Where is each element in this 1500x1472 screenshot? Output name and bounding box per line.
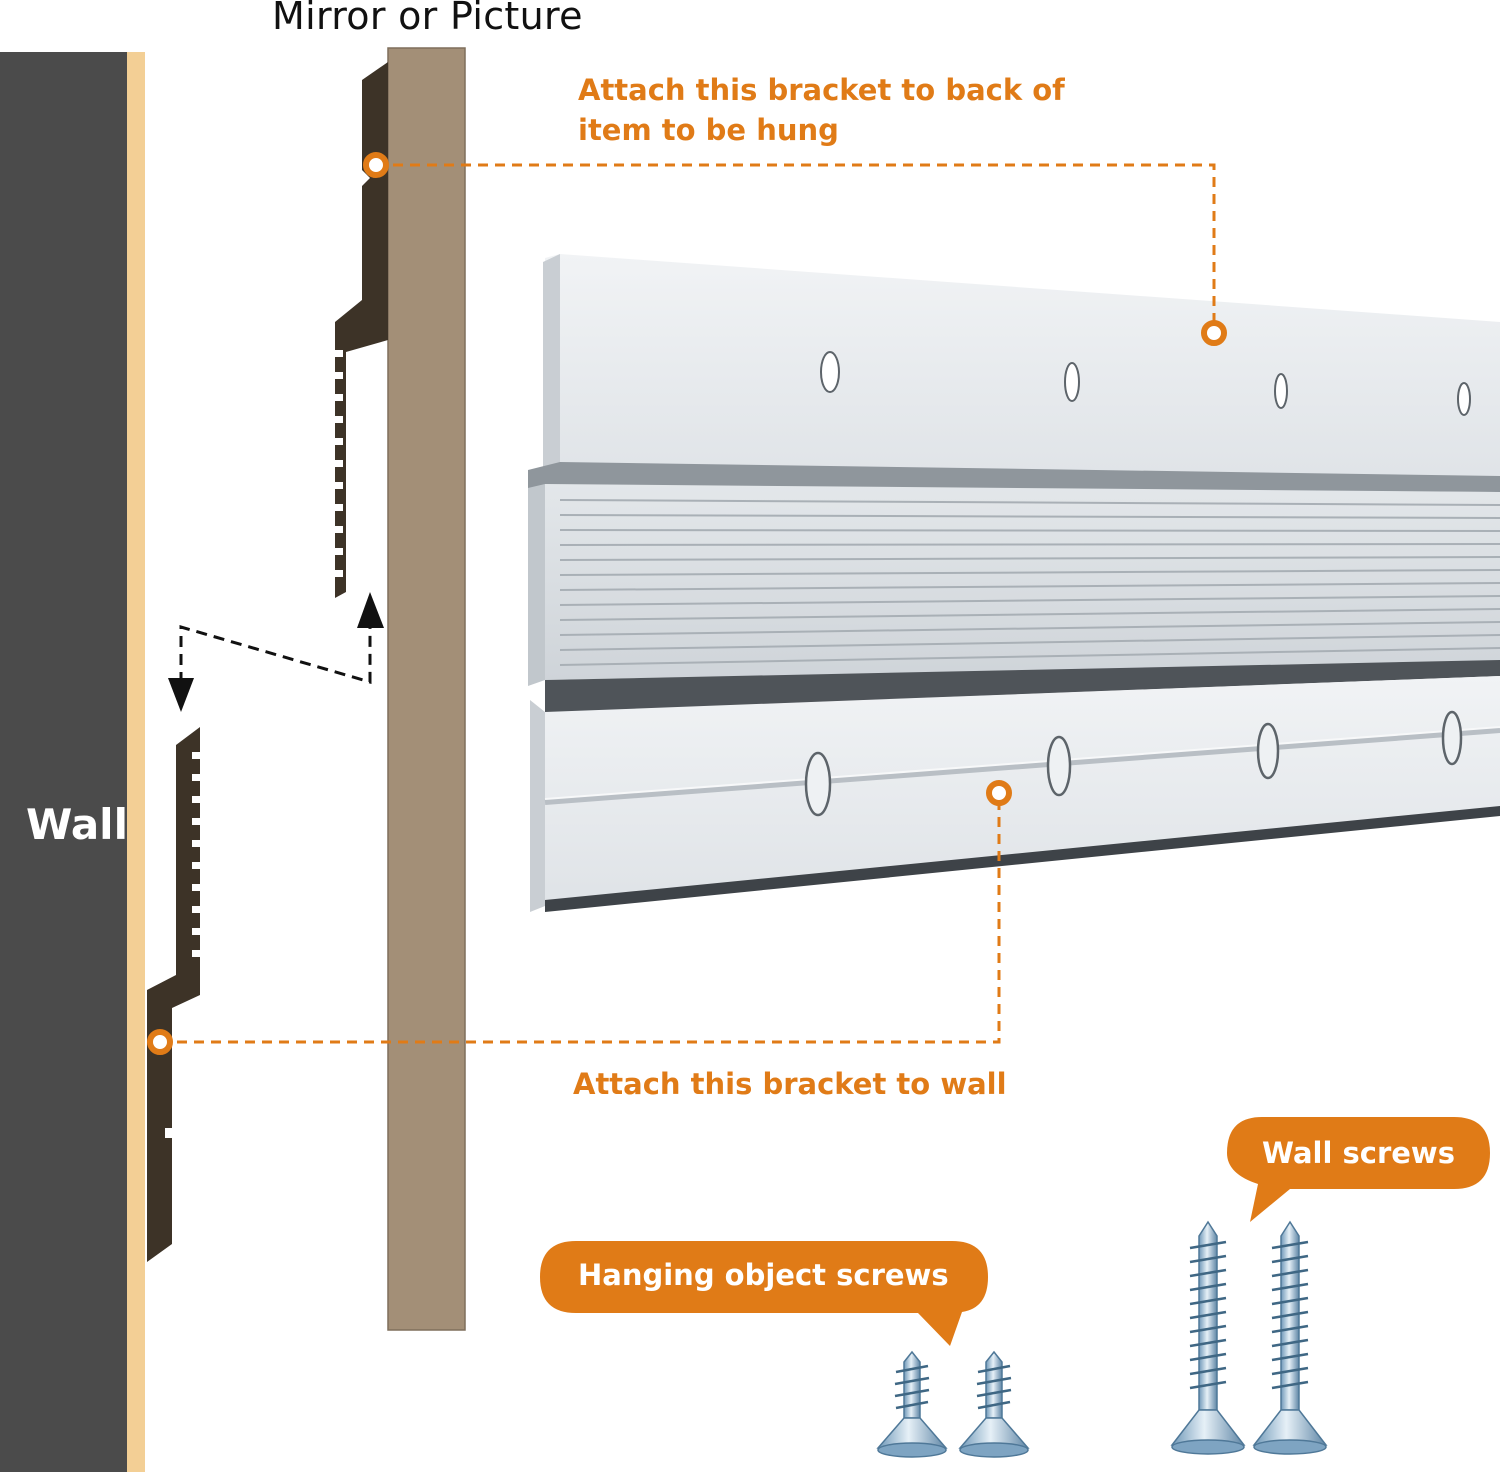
wall-screws-label: Wall screws xyxy=(1262,1136,1455,1170)
lower-plate-screw-holes xyxy=(804,710,1463,817)
hanging-screws-label: Hanging object screws xyxy=(578,1258,949,1292)
wall-surface-edge xyxy=(127,52,145,1472)
hanging-object-screws xyxy=(876,1350,1030,1458)
arrow-down-icon xyxy=(168,678,194,712)
aluminum-z-bar xyxy=(528,254,1500,912)
callout-bottom: Attach this bracket to wall xyxy=(573,1067,1007,1101)
top-plate-screw-holes xyxy=(820,351,1471,416)
lower-bracket-teeth xyxy=(165,752,200,1138)
callout-top-leader xyxy=(376,163,1216,333)
short-screw-1 xyxy=(876,1350,948,1458)
long-screw-1 xyxy=(1170,1220,1246,1455)
callout-top-line1: Attach this bracket to back of xyxy=(578,73,1065,107)
upper-bracket-teeth xyxy=(335,350,343,577)
long-screw-2 xyxy=(1252,1220,1328,1455)
bar-top-plate xyxy=(545,254,1500,488)
wall-block xyxy=(0,52,127,1472)
diagram-title: Mirror or Picture xyxy=(272,0,583,38)
wall-screws-pill xyxy=(1227,1117,1490,1222)
wall-label: Wall xyxy=(26,800,128,849)
callout-markers xyxy=(147,152,1227,1055)
lower-z-bracket xyxy=(147,727,200,1262)
callout-bottom-leader xyxy=(160,793,1001,1044)
upper-z-bracket xyxy=(335,62,388,598)
arrow-up-icon xyxy=(357,592,384,628)
hanging-screws-pill xyxy=(540,1241,988,1346)
callout-top-line2: item to be hung xyxy=(578,113,839,147)
movement-arrows xyxy=(168,592,384,712)
mirror-board xyxy=(387,47,466,1331)
wall-screws xyxy=(1170,1220,1328,1455)
short-screw-2 xyxy=(958,1350,1030,1458)
